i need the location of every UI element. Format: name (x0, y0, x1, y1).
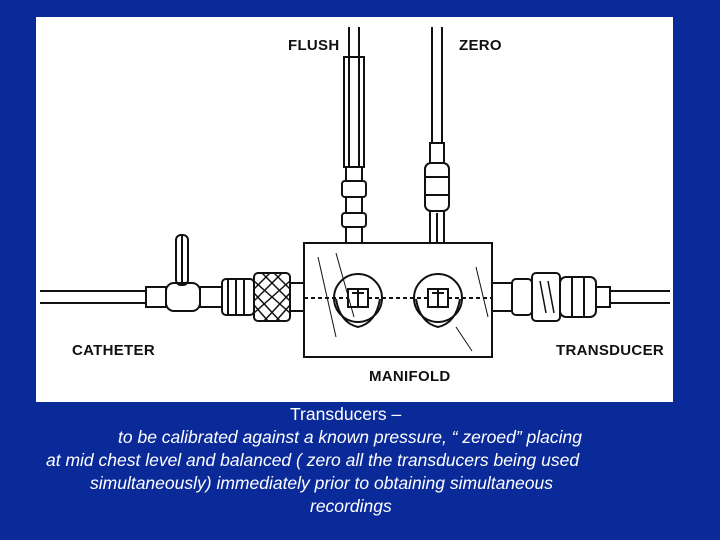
manifold-body (303, 242, 493, 358)
caption-title: Transducers – (290, 404, 402, 424)
transducer-connector (491, 272, 611, 322)
label-zero: ZERO (459, 37, 502, 54)
manifold-diagram: FLUSH ZERO CATHETER MANIFOLD TRANSDUCER (36, 17, 673, 402)
catheter-stopcock (145, 234, 255, 316)
zero-line (424, 27, 450, 244)
flush-device (341, 27, 367, 244)
caption-line-2: at mid chest level and balanced ( zero a… (46, 450, 580, 470)
knurled-coupling (253, 272, 305, 322)
label-manifold: MANIFOLD (369, 368, 451, 385)
transducer-tubing (610, 290, 670, 304)
label-transducer: TRANSDUCER (556, 342, 664, 359)
catheter-tubing (40, 290, 146, 304)
manifold-illustration (40, 27, 670, 358)
caption-line-3: simultaneously) immediately prior to obt… (90, 473, 553, 493)
caption: Transducers – to be calibrated against a… (0, 403, 720, 518)
label-catheter: CATHETER (72, 342, 155, 359)
caption-line-4: recordings (310, 496, 392, 516)
label-flush: FLUSH (288, 37, 340, 54)
caption-line-1: to be calibrated against a known pressur… (118, 427, 583, 447)
